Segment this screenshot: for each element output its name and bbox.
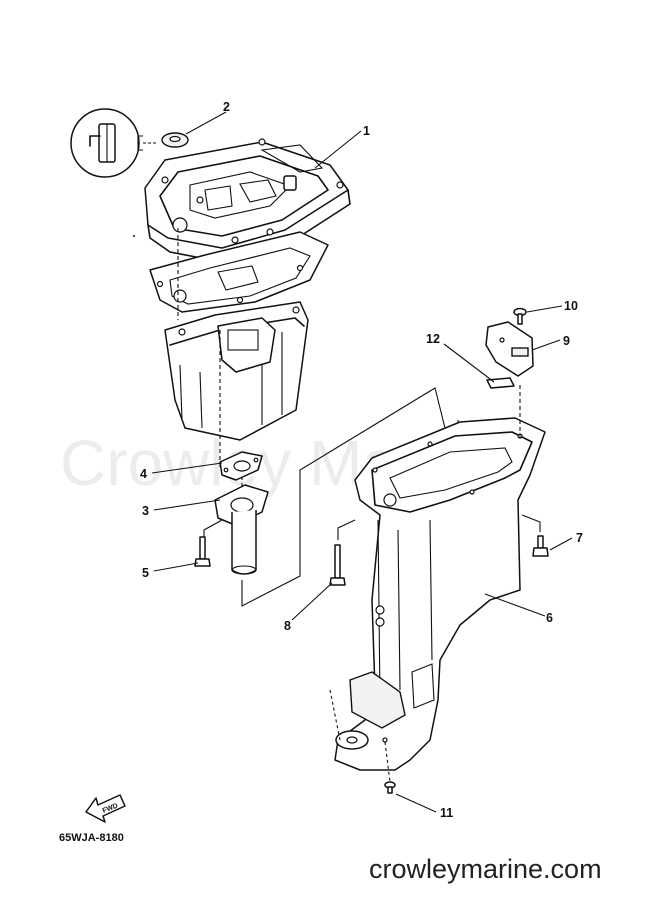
callout-5: 5: [142, 566, 149, 580]
callout-7: 7: [576, 531, 583, 545]
gasket-upper: [149, 231, 329, 313]
callout-12: 12: [426, 332, 440, 346]
part-3-exhaust-guide: [214, 484, 269, 575]
part-6-upper-casing: [334, 417, 546, 771]
callout-4: 4: [140, 467, 147, 481]
part-8-bolt: [329, 544, 346, 586]
callout-10: 10: [564, 299, 578, 313]
part-9-plate: [485, 321, 534, 377]
leader-lines: [151, 111, 573, 813]
oil-pan: [164, 301, 309, 441]
callouts: 1 2 3 4 5 6 7 8 9 10 11 12: [140, 100, 583, 820]
diagram-code: 65WJA-8180: [59, 832, 124, 844]
callout-8: 8: [284, 619, 291, 633]
part-12-clip: [486, 377, 515, 389]
part-1-upper-mount: [144, 138, 351, 263]
part-10-screw: [513, 307, 527, 325]
stray-dot: [133, 235, 135, 237]
callout-2: 2: [223, 100, 230, 114]
callout-1: 1: [363, 124, 370, 138]
callout-6: 6: [546, 611, 553, 625]
detail-inset: [70, 108, 157, 178]
callout-9: 9: [563, 334, 570, 348]
part-5-bolt: [194, 536, 211, 567]
alignment-lines-right: [329, 385, 541, 783]
part-4-gasket: [219, 451, 263, 481]
callout-11: 11: [440, 806, 453, 820]
fwd-arrow-icon: FWD: [85, 794, 126, 823]
callout-3: 3: [142, 504, 149, 518]
part-11-screw: [384, 781, 396, 794]
site-url: crowleymarine.com: [369, 854, 602, 884]
part-2-grommet: [161, 132, 189, 148]
part-7-bolt: [532, 535, 549, 557]
